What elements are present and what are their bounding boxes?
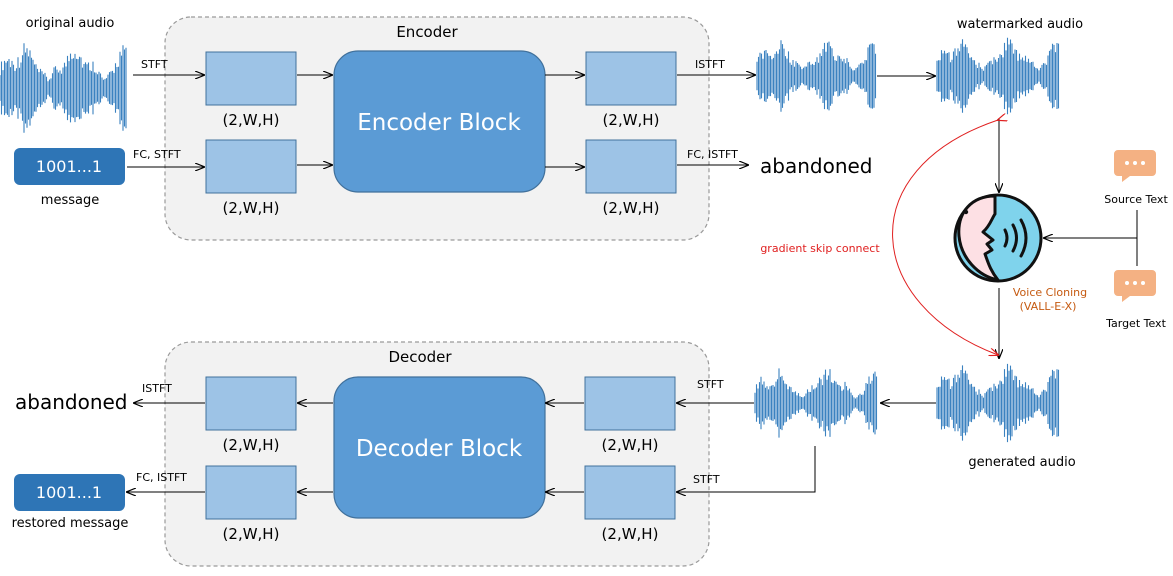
encoder-panel: Encoder (2,W,H) (2,W,H) (2,W,H) (2,W,H) …: [164, 16, 710, 241]
source-text-label: Source Text: [1104, 193, 1168, 206]
waveform-icon: [936, 37, 1060, 115]
decoder-tensor-out-bottom: [205, 465, 297, 520]
voice-cloning-label: Voice Cloning: [1013, 286, 1087, 299]
encoder-fc-stft-label: FC, STFT: [133, 148, 181, 161]
encoder-tensor-label-in-bottom: (2,W,H): [223, 199, 280, 217]
decoder-tensor-out-top: [205, 376, 297, 431]
decoder-tensor-in-top: [584, 376, 676, 431]
encoder-tensor-in-bottom: [205, 139, 297, 194]
waveform-trace: [756, 40, 877, 112]
encoder-tensor-label-out-top: (2,W,H): [603, 111, 660, 129]
message-caption: message: [41, 193, 99, 208]
decoder-block: [333, 376, 546, 519]
encoder-istft-label: ISTFT: [695, 58, 725, 71]
encoder-arrows: [127, 75, 935, 167]
decoder-fc-istft-label: FC, ISTFT: [136, 471, 187, 484]
decoder-tensor-label-out-bottom: (2,W,H): [223, 525, 280, 543]
decoder-tensor-in-bottom: [584, 465, 676, 520]
message-value: 1001...1: [36, 157, 102, 176]
message-box: [14, 148, 125, 185]
gradient-skip-label: gradient skip connect: [760, 242, 880, 255]
gradient-skip-connection: [892, 120, 998, 355]
encoder-abandoned-label: abandoned: [760, 154, 873, 178]
waveform-icon: [754, 368, 878, 438]
restored-message-caption: restored message: [12, 516, 129, 531]
decoder-panel: Decoder (2,W,H) (2,W,H) (2,W,H) (2,W,H) …: [164, 341, 710, 567]
encoder-tensor-in-top: [205, 51, 297, 106]
decoder-block-label: Decoder Block: [356, 436, 523, 462]
encoder-block: [333, 50, 546, 193]
decoder-abandoned-label: abandoned: [15, 390, 128, 414]
decoder-tensor-label-in-top: (2,W,H): [602, 436, 659, 454]
encoder-stft-label: STFT: [141, 58, 168, 71]
target-text-label: Target Text: [1105, 317, 1166, 330]
encoder-tensor-out-top: [585, 51, 677, 106]
generated-audio-label: generated audio: [968, 455, 1075, 470]
encoder-tensor-label-out-bottom: (2,W,H): [603, 199, 660, 217]
chat-bubble-icon: [1114, 150, 1156, 182]
waveform-icon: [0, 43, 127, 133]
voice-cloning-model: (VALL-E-X): [1020, 300, 1077, 313]
decoder-stft-bottom-label: STFT: [693, 473, 720, 486]
encoder-tensor-label-in-top: (2,W,H): [223, 111, 280, 129]
speaking-head-icon: [953, 193, 1043, 283]
waveform-trace: [0, 43, 127, 133]
waveform-trace: [936, 37, 1060, 115]
chat-bubble-icon: [1114, 270, 1156, 302]
decoder-tensor-label-in-bottom: (2,W,H): [602, 525, 659, 543]
decoder-arrows: [127, 403, 816, 492]
encoder-fc-istft-label: FC, ISTFT: [687, 148, 738, 161]
decoder-istft-label: ISTFT: [142, 382, 172, 395]
waveform-icon: [756, 40, 877, 112]
encoder-tensor-out-bottom: [585, 139, 677, 194]
decoder-stft-top-label: STFT: [697, 378, 724, 391]
waveform-icon: [936, 363, 1060, 443]
encoder-title: Encoder: [396, 23, 458, 41]
restored-message-value: 1001...1: [36, 483, 102, 502]
waveform-trace: [754, 368, 878, 438]
restored-message-box: [14, 474, 125, 511]
decoder-tensor-label-out-top: (2,W,H): [223, 436, 280, 454]
watermarked-audio-label: watermarked audio: [957, 17, 1083, 32]
waveform-trace: [936, 363, 1060, 443]
original-audio-label: original audio: [26, 16, 115, 31]
encoder-block-label: Encoder Block: [357, 110, 521, 136]
decoder-title: Decoder: [388, 348, 452, 366]
